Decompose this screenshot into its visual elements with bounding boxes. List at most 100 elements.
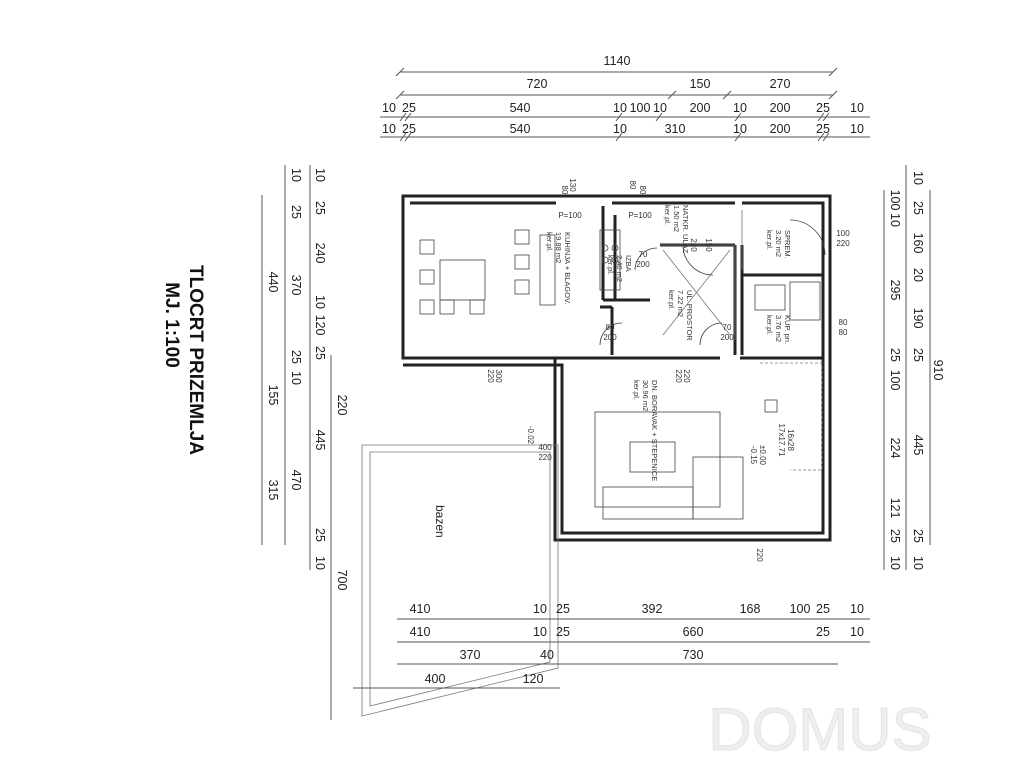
dimension-label: 10	[313, 168, 327, 182]
dimension-label: 25	[888, 529, 902, 543]
drawing-title: TLOCRT PRIZEMLJA MJ. 1:100	[161, 265, 206, 455]
svg-text:ker.pl.: ker.pl.	[663, 205, 672, 225]
dimension-label: 400	[425, 672, 446, 686]
opening-dimension: 80	[638, 186, 647, 195]
dimension-label: 10	[313, 556, 327, 570]
svg-text:DN. BORAVAK + STEPENICE: DN. BORAVAK + STEPENICE	[650, 380, 659, 481]
opening-dimension: 80	[560, 186, 569, 195]
opening-dimension: 70	[723, 323, 732, 332]
dim: 25	[402, 101, 416, 115]
dimension-label: 100	[888, 370, 902, 391]
opening-dimension: 220	[689, 238, 698, 252]
opening-dimension: 130	[568, 178, 577, 192]
dimension-label: 20	[911, 268, 925, 282]
dimension-label: 10	[911, 556, 925, 570]
opening-dimension: 80	[839, 318, 848, 327]
dimension-label: 910	[931, 360, 945, 381]
living-furniture	[594, 362, 823, 520]
dimension-label: 10	[533, 625, 547, 639]
dimension-label: 10	[911, 171, 925, 185]
doors	[599, 219, 826, 346]
dimension-label: 160	[911, 233, 925, 254]
dimension-label: 25	[556, 602, 570, 616]
dim: 540	[510, 122, 531, 136]
title: TLOCRT PRIZEMLJA	[185, 265, 206, 455]
stair-step: 16x28	[786, 429, 795, 451]
dimension-label: 120	[313, 315, 327, 336]
opening-dimension: 150	[704, 238, 713, 252]
dim: 10	[653, 101, 667, 115]
opening-dimension: 220	[755, 548, 764, 562]
dimension-label: 25	[816, 625, 830, 639]
dimension-label: 25	[289, 350, 303, 364]
dimension-label: 392	[642, 602, 663, 616]
building-walls	[401, 194, 832, 542]
dim: 200	[770, 101, 791, 115]
dimension-label: 295	[888, 280, 902, 301]
opening-dimension: 80	[628, 181, 637, 190]
dimension-label: 100	[888, 190, 902, 211]
dim: 10	[613, 122, 627, 136]
dimension-label: 10	[289, 168, 303, 182]
dim: 25	[816, 101, 830, 115]
opening-dimension: P=100	[558, 211, 582, 220]
svg-text:ker.pl.: ker.pl.	[765, 230, 774, 250]
dimension-label: 100	[790, 602, 811, 616]
dimension-label: 168	[740, 602, 761, 616]
room-bazen: bazen	[433, 505, 447, 538]
opening-dimension: 200	[720, 333, 734, 342]
svg-text:NATKR. ULAZ: NATKR. ULAZ	[681, 205, 690, 254]
opening-dimension: 200	[636, 260, 650, 269]
dimension-label: 25	[911, 348, 925, 362]
dimension-label: 700	[335, 570, 349, 591]
dimension-label: 121	[888, 498, 902, 519]
svg-text:19.88 m2: 19.88 m2	[554, 232, 563, 263]
dimension-label: 10	[888, 556, 902, 570]
dimension-label: 120	[523, 672, 544, 686]
svg-text:ker.pl.: ker.pl.	[765, 315, 774, 335]
right-dimension-lines	[883, 165, 931, 570]
dim: 540	[510, 101, 531, 115]
top-dimension-lines	[380, 67, 870, 142]
dimension-label: 470	[289, 470, 303, 491]
dimension-label: 445	[911, 435, 925, 456]
dimension-label: 445	[313, 430, 327, 451]
left-dimension-lines	[261, 165, 332, 720]
opening-dimension: 70	[639, 250, 648, 259]
svg-text:IZBA: IZBA	[624, 255, 633, 272]
dimension-label: 25	[816, 602, 830, 616]
dim: 10	[382, 101, 396, 115]
dimension-label: 410	[410, 625, 431, 639]
dim: 10	[733, 101, 747, 115]
dimension-label: 25	[888, 348, 902, 362]
bottom-dimension-lines	[353, 618, 870, 689]
dimension-label: 315	[266, 480, 280, 501]
dimension-label: 25	[313, 346, 327, 360]
dimension-label: 25	[556, 625, 570, 639]
opening-dimension: 80	[606, 323, 615, 332]
svg-text:1.50 m2: 1.50 m2	[672, 205, 681, 232]
dim: 10	[850, 101, 864, 115]
kitchen-furniture	[419, 229, 821, 321]
dimension-label: 10	[533, 602, 547, 616]
svg-text:KUHINJA + BLAGOV.: KUHINJA + BLAGOV.	[563, 232, 572, 304]
dim: 25	[402, 122, 416, 136]
svg-text:UL. PROSTOR: UL. PROSTOR	[685, 290, 694, 341]
dimension-label: 25	[289, 205, 303, 219]
level: -0.02	[526, 426, 535, 445]
svg-text:ker.pl.: ker.pl.	[606, 255, 615, 275]
dimension-label: 660	[683, 625, 704, 639]
dimension-label: 25	[313, 201, 327, 215]
dimension-label: 10	[888, 213, 902, 227]
